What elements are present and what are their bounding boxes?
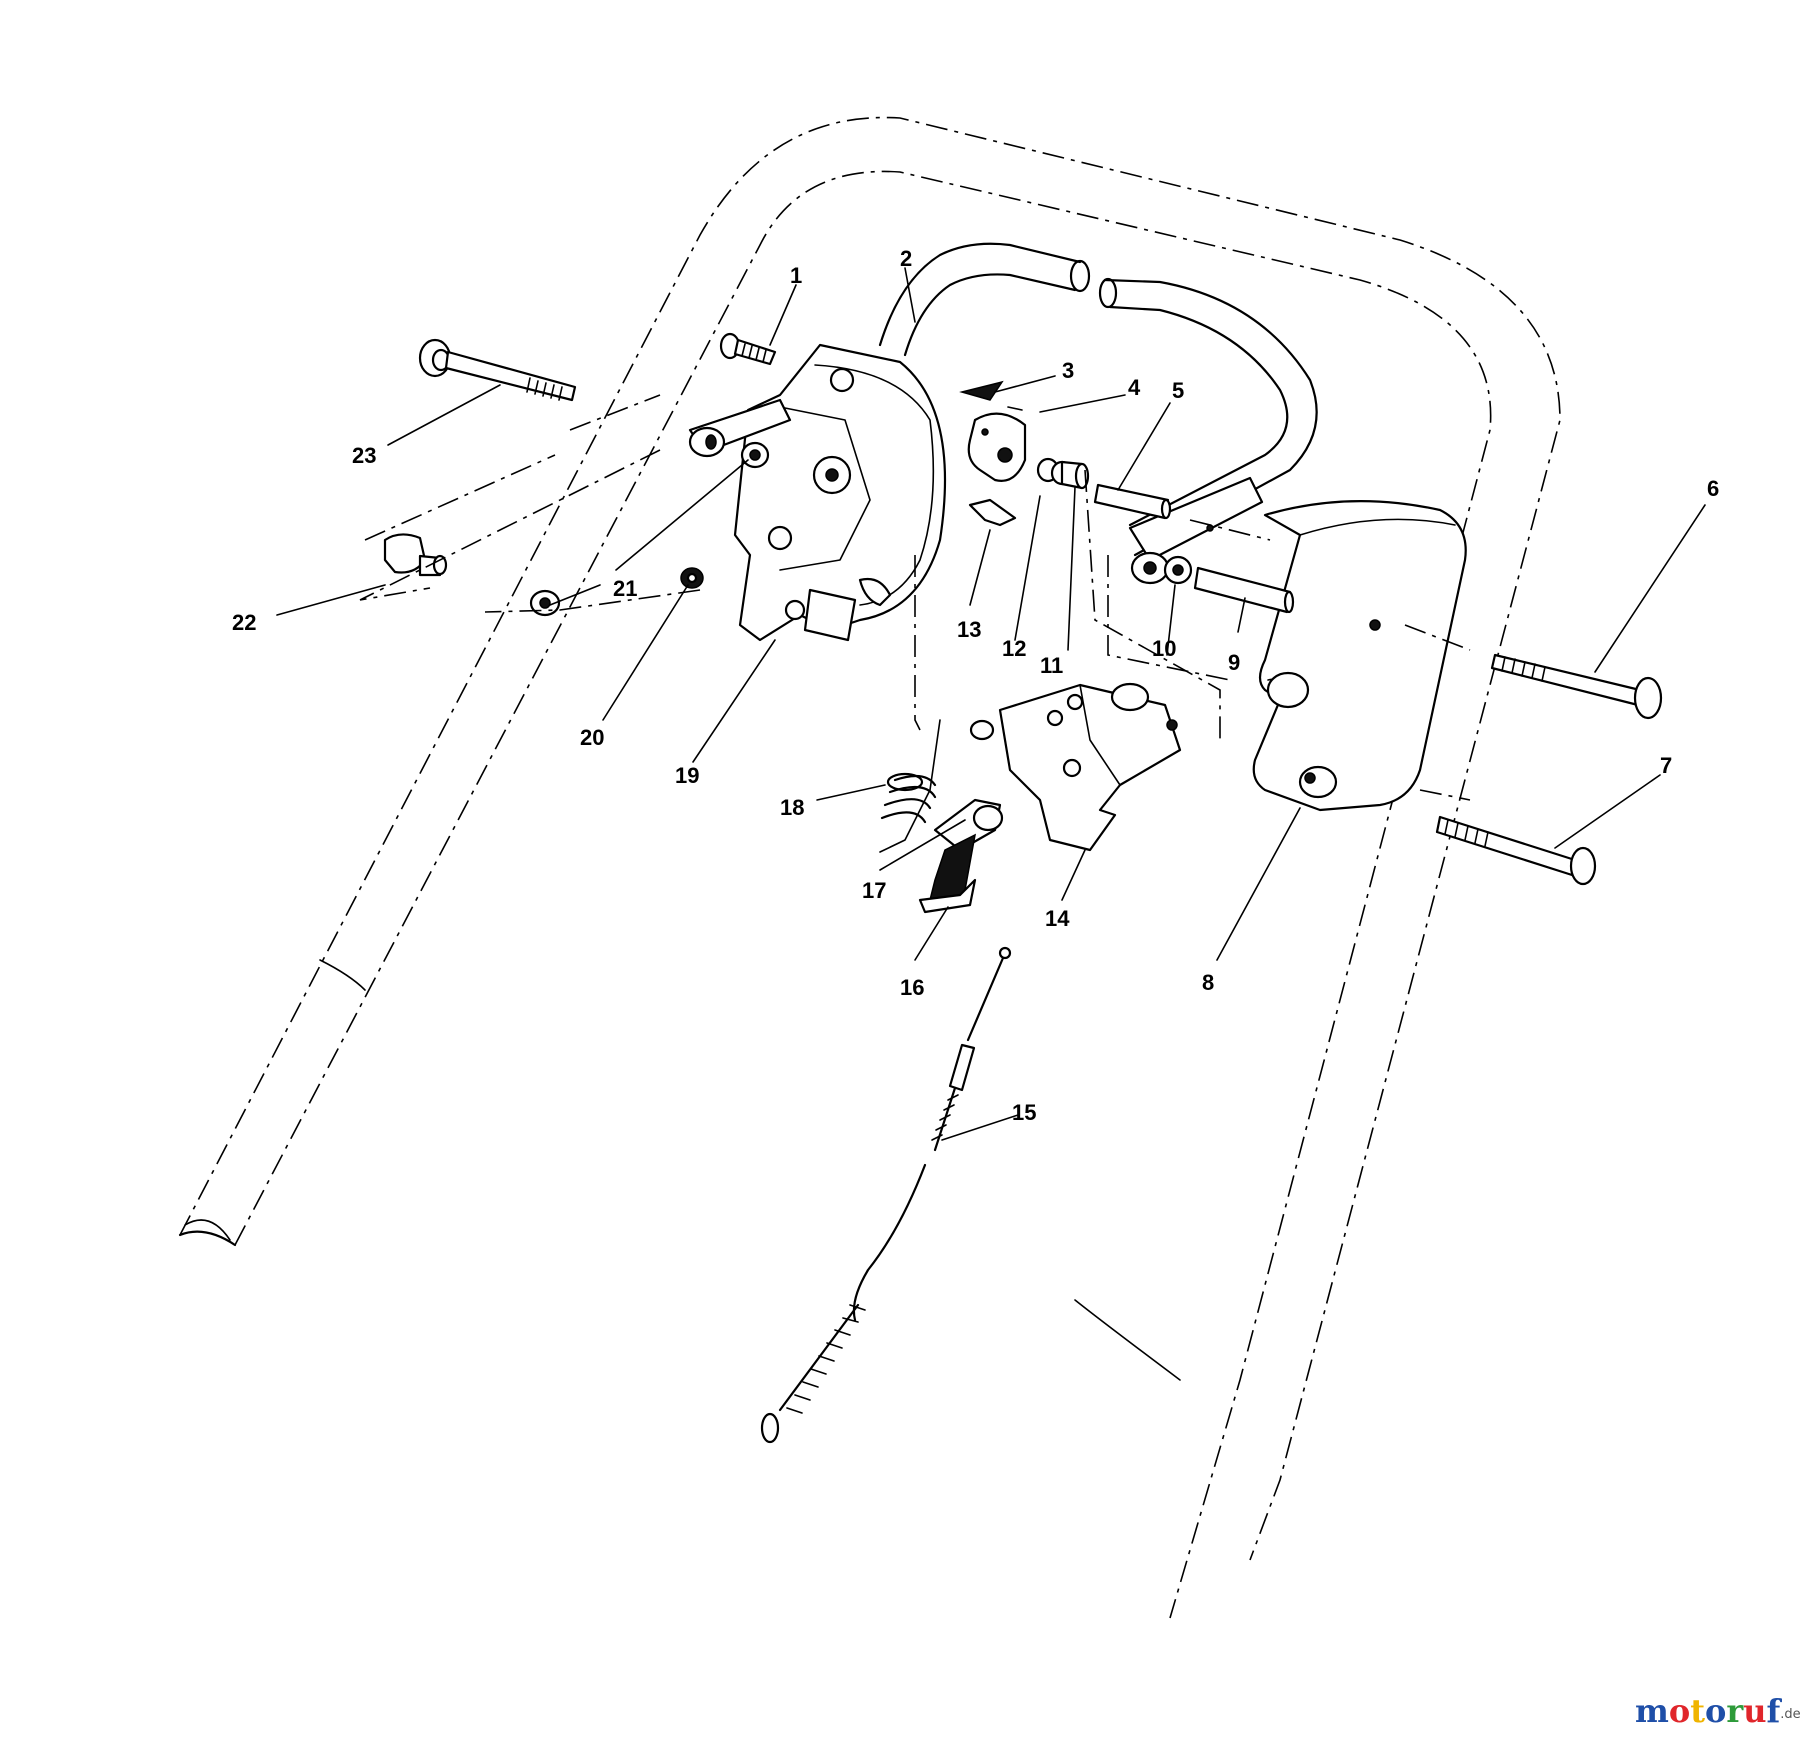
label-part-22: 22 — [232, 610, 256, 635]
label-part-18: 18 — [780, 795, 804, 820]
label-part-14: 14 — [1045, 906, 1070, 931]
handle-tube — [178, 116, 1561, 1619]
bail-bar — [878, 242, 1318, 585]
label-part-5: 5 — [1172, 378, 1184, 403]
label-part-2: 2 — [900, 246, 912, 271]
label-part-15: 15 — [1012, 1100, 1036, 1125]
label-part-20: 20 — [580, 725, 604, 750]
leader-lines — [276, 267, 1706, 1141]
label-part-7: 7 — [1660, 753, 1672, 778]
label-part-10: 10 — [1152, 636, 1176, 661]
latch — [967, 412, 1027, 527]
right-hardware — [1435, 653, 1663, 886]
label-part-13: 13 — [957, 617, 981, 642]
label-part-6: 6 — [1707, 476, 1719, 501]
center-lines — [359, 394, 1471, 801]
label-part-17: 17 — [862, 878, 886, 903]
washers — [959, 380, 1023, 411]
label-part-3: 3 — [1062, 358, 1074, 383]
bracket — [998, 682, 1182, 852]
part-labels: 1 2 3 4 5 6 7 8 9 10 11 12 13 14 15 16 1… — [232, 246, 1719, 1125]
bushings — [1036, 457, 1090, 490]
label-part-12: 12 — [1002, 636, 1026, 661]
label-part-4: 4 — [1128, 375, 1141, 400]
left-hardware — [383, 332, 777, 617]
pins — [1093, 483, 1295, 614]
left-housing — [688, 343, 947, 642]
label-part-16: 16 — [900, 975, 924, 1000]
label-part-9: 9 — [1228, 650, 1240, 675]
label-part-1: 1 — [790, 263, 802, 288]
spring-trigger — [879, 719, 1004, 914]
watermark-logo: motoruf.de — [1635, 1692, 1800, 1730]
right-cover — [1252, 500, 1467, 812]
label-part-8: 8 — [1202, 970, 1214, 995]
label-part-11: 11 — [1040, 653, 1063, 678]
svg-text:motoruf.de: motoruf.de — [1635, 1692, 1800, 1730]
label-part-23: 23 — [352, 443, 376, 468]
label-part-21: 21 — [613, 576, 637, 601]
cable — [760, 946, 1012, 1444]
label-part-19: 19 — [675, 763, 699, 788]
